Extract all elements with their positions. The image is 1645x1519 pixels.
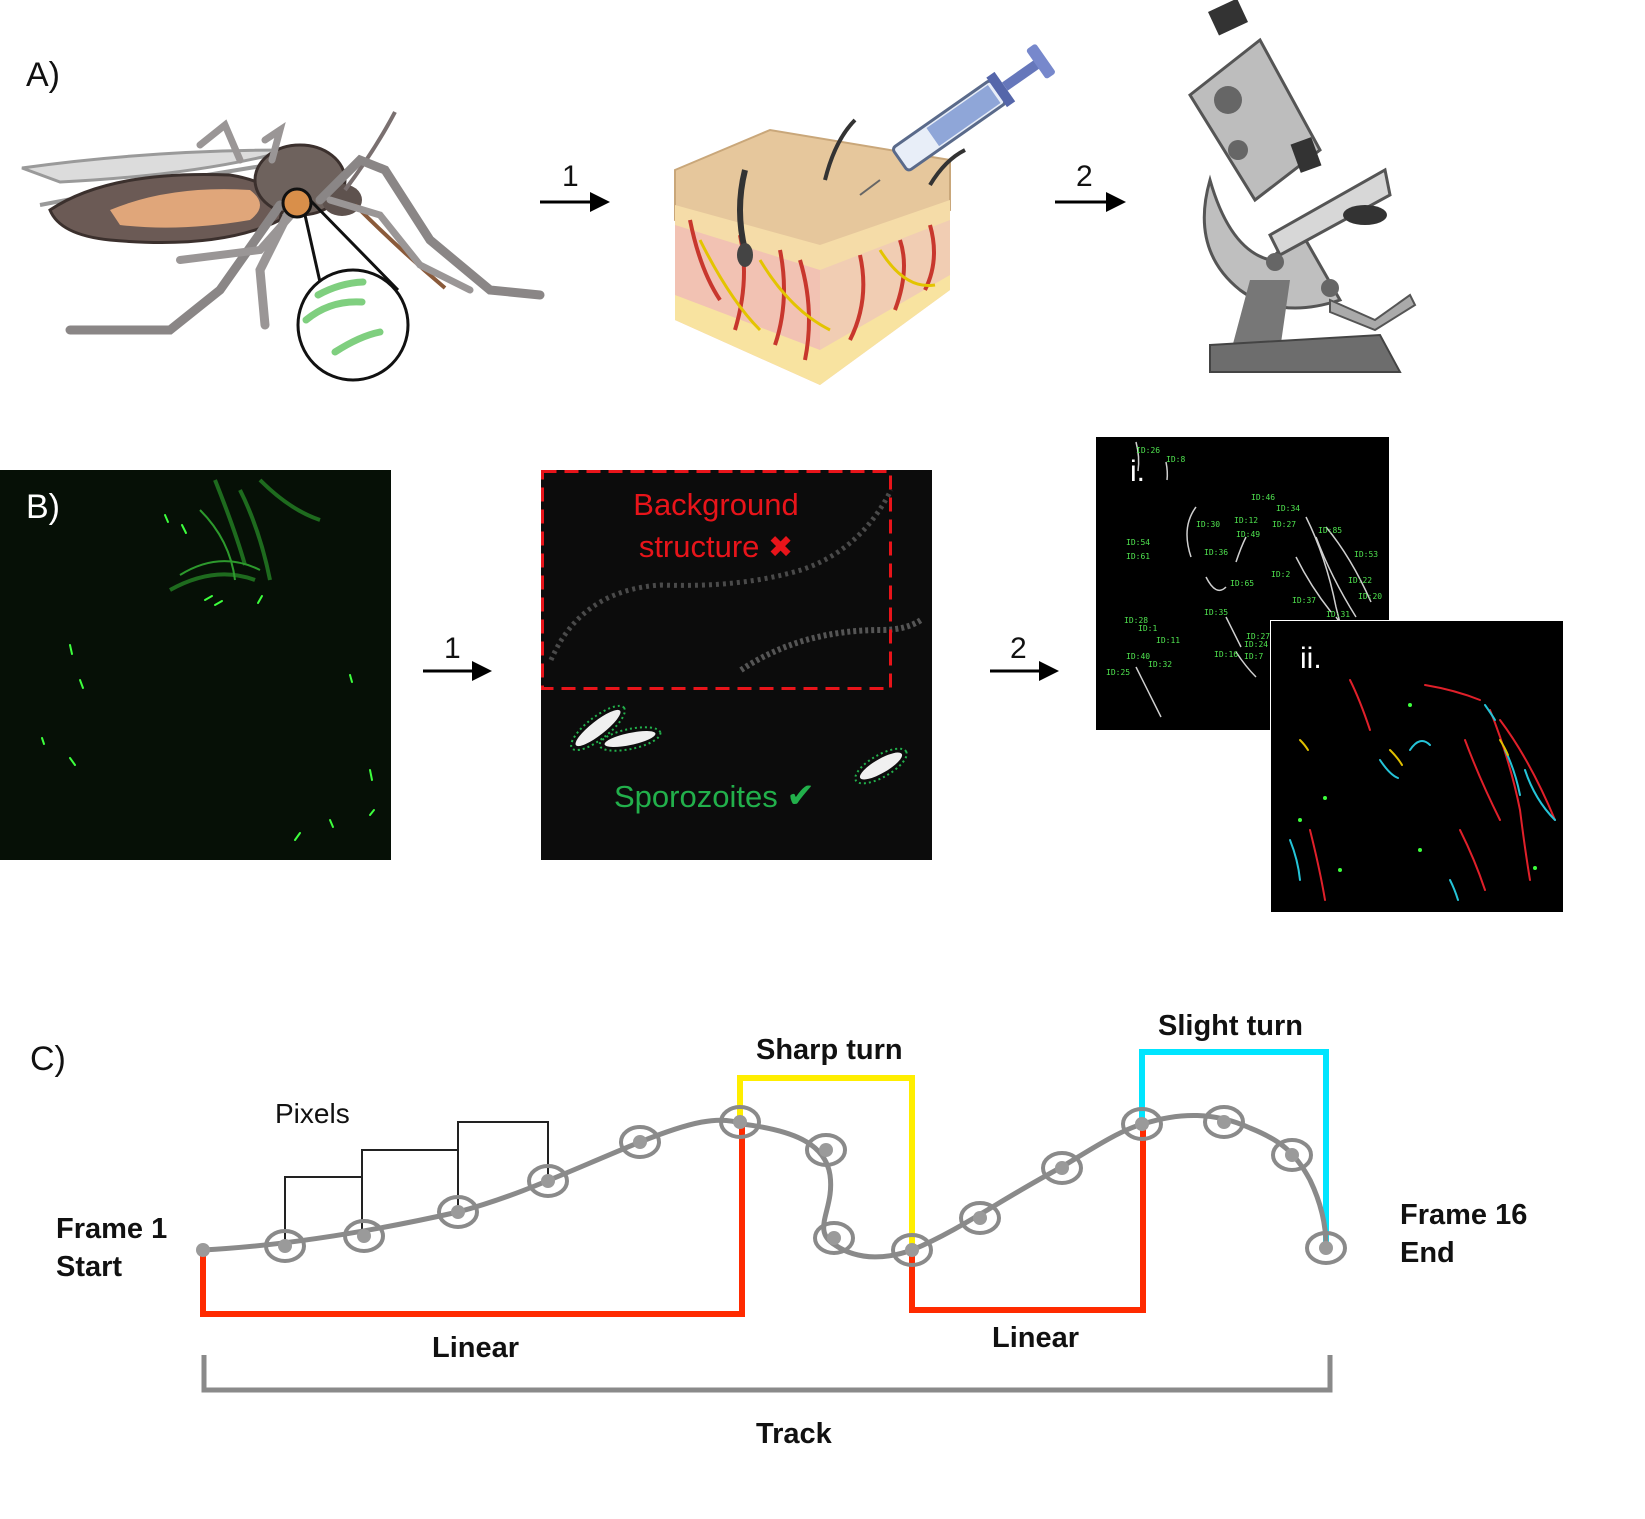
track-id-label: ID:7 xyxy=(1244,652,1263,661)
linear-segment-1 xyxy=(200,1124,745,1317)
cross-icon: ✖ xyxy=(768,531,794,564)
track-id-label: ID:1 xyxy=(1138,624,1157,633)
frame-marker xyxy=(1271,1138,1313,1172)
frame-marker xyxy=(891,1233,933,1267)
frame-16-line1: Frame 16 xyxy=(1400,1199,1528,1231)
frame-16-label: Frame 16 End xyxy=(1400,1196,1527,1272)
track-curve xyxy=(202,1112,1329,1260)
background-structure-label: Background structure ✖ xyxy=(541,484,891,569)
frame-1-line2: Start xyxy=(56,1251,123,1283)
track-id-label: ID:20 xyxy=(1358,592,1382,601)
slight-turn-segment xyxy=(1139,1049,1329,1246)
track-id-label: ID:2 xyxy=(1271,570,1290,579)
step-number: 2 xyxy=(1076,160,1093,193)
frame-marker xyxy=(813,1221,855,1255)
pixel-bracket xyxy=(361,1149,459,1213)
frame-1-label: Frame 1 Start xyxy=(56,1210,167,1286)
track-id-label: ID:24 xyxy=(1244,640,1268,649)
pixel-bracket xyxy=(457,1121,549,1182)
frame-marker xyxy=(343,1219,385,1253)
linear-segment-2 xyxy=(909,1124,1146,1313)
track-id-label: ID:34 xyxy=(1276,504,1300,513)
panel-c-label: C) xyxy=(30,1040,66,1078)
linear-label: Linear xyxy=(992,1322,1080,1354)
background-label-line1: Background xyxy=(633,487,799,522)
track-id-label: ID:27 xyxy=(1246,632,1270,641)
track-id-label: ID:32 xyxy=(1148,660,1172,669)
track-id-label: ID:61 xyxy=(1126,552,1150,561)
frame-marker xyxy=(619,1125,661,1159)
sporozoites-label: Sporozoites ✔ xyxy=(614,776,815,816)
inset-i-label: i. xyxy=(1130,455,1145,488)
frame-16-line2: End xyxy=(1400,1237,1455,1269)
frame-marker xyxy=(1041,1151,1083,1185)
frame-marker xyxy=(264,1229,306,1263)
frame-marker xyxy=(437,1195,479,1229)
step-number: 1 xyxy=(562,160,579,193)
track-id-label: ID:30 xyxy=(1196,520,1220,529)
track-id-label: ID:85 xyxy=(1318,526,1342,535)
frame-marker xyxy=(1203,1105,1245,1139)
panel-a-label: A) xyxy=(26,56,60,94)
frame-marker xyxy=(719,1105,761,1139)
frame-marker xyxy=(959,1201,1001,1235)
track-id-label: ID:49 xyxy=(1236,530,1260,539)
frame-1-line1: Frame 1 xyxy=(56,1213,168,1245)
track-id-label: ID:46 xyxy=(1251,493,1275,502)
track-id-label: ID:26 xyxy=(1136,446,1160,455)
frame-marker xyxy=(527,1164,569,1198)
track-id-label: ID:37 xyxy=(1292,596,1316,605)
sharp-turn-label: Sharp turn xyxy=(756,1034,903,1066)
sporozoites-text: Sporozoites xyxy=(614,779,778,814)
track-id-label: ID:53 xyxy=(1354,550,1378,559)
pixel-bracket xyxy=(284,1176,363,1247)
check-icon: ✔ xyxy=(786,777,815,815)
frame-marker xyxy=(805,1133,847,1167)
track-id-label: ID:8 xyxy=(1166,455,1185,464)
track-id-label: ID:27 xyxy=(1272,520,1296,529)
track-id-label: ID:35 xyxy=(1204,608,1228,617)
linear-label: Linear xyxy=(432,1332,520,1364)
track-id-label: ID:31 xyxy=(1326,610,1350,619)
segmentation-image xyxy=(541,470,932,860)
frame-marker xyxy=(1305,1231,1347,1265)
track-id-label: ID:12 xyxy=(1234,516,1258,525)
pixels-label: Pixels xyxy=(275,1098,350,1129)
panel-b-label: B) xyxy=(26,488,60,526)
inset-ii-label: ii. xyxy=(1300,642,1322,675)
step-number: 1 xyxy=(444,632,461,665)
slight-turn-label: Slight turn xyxy=(1158,1010,1303,1042)
track-id-label: ID:25 xyxy=(1106,668,1130,677)
sharp-turn-segment xyxy=(737,1075,915,1250)
track-id-label: ID:16 xyxy=(1214,650,1238,659)
frame-marker xyxy=(1121,1107,1163,1141)
tracking-inset-ii xyxy=(1270,620,1564,913)
track-label: Track xyxy=(756,1418,832,1450)
track-id-label: ID:28 xyxy=(1124,616,1148,625)
track-id-label: ID:36 xyxy=(1204,548,1228,557)
track-id-label: ID:54 xyxy=(1126,538,1150,547)
track-id-label: ID:40 xyxy=(1126,652,1150,661)
track-id-label: ID:11 xyxy=(1156,636,1180,645)
step-number: 2 xyxy=(1010,632,1027,665)
track-id-label: ID:22 xyxy=(1348,576,1372,585)
fluorescence-image xyxy=(0,470,391,860)
track-id-label: ID:65 xyxy=(1230,579,1254,588)
background-label-line2: structure xyxy=(638,529,760,564)
track-bracket xyxy=(201,1355,1333,1393)
